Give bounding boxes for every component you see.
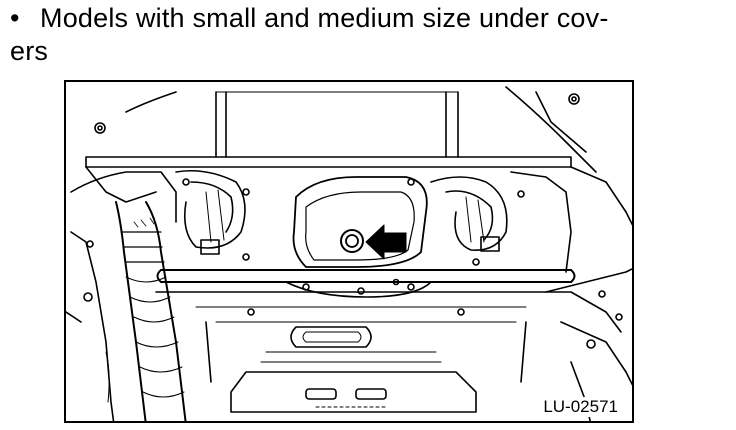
- instruction-line-2: ers: [10, 36, 49, 66]
- instruction-line-1: Models with small and medium size under …: [40, 3, 609, 33]
- undercarriage-illustration: LU-02571: [64, 80, 634, 423]
- bolt-icon: [94, 122, 106, 134]
- bullet-icon: •: [10, 3, 20, 33]
- instruction-text: • Models with small and medium size under…: [10, 2, 710, 68]
- drain-plug-arrow-icon: [365, 224, 407, 260]
- undercarriage-drawing: [66, 86, 632, 421]
- figure-id-label: LU-02571: [541, 397, 620, 417]
- bolt-icon: [568, 93, 580, 105]
